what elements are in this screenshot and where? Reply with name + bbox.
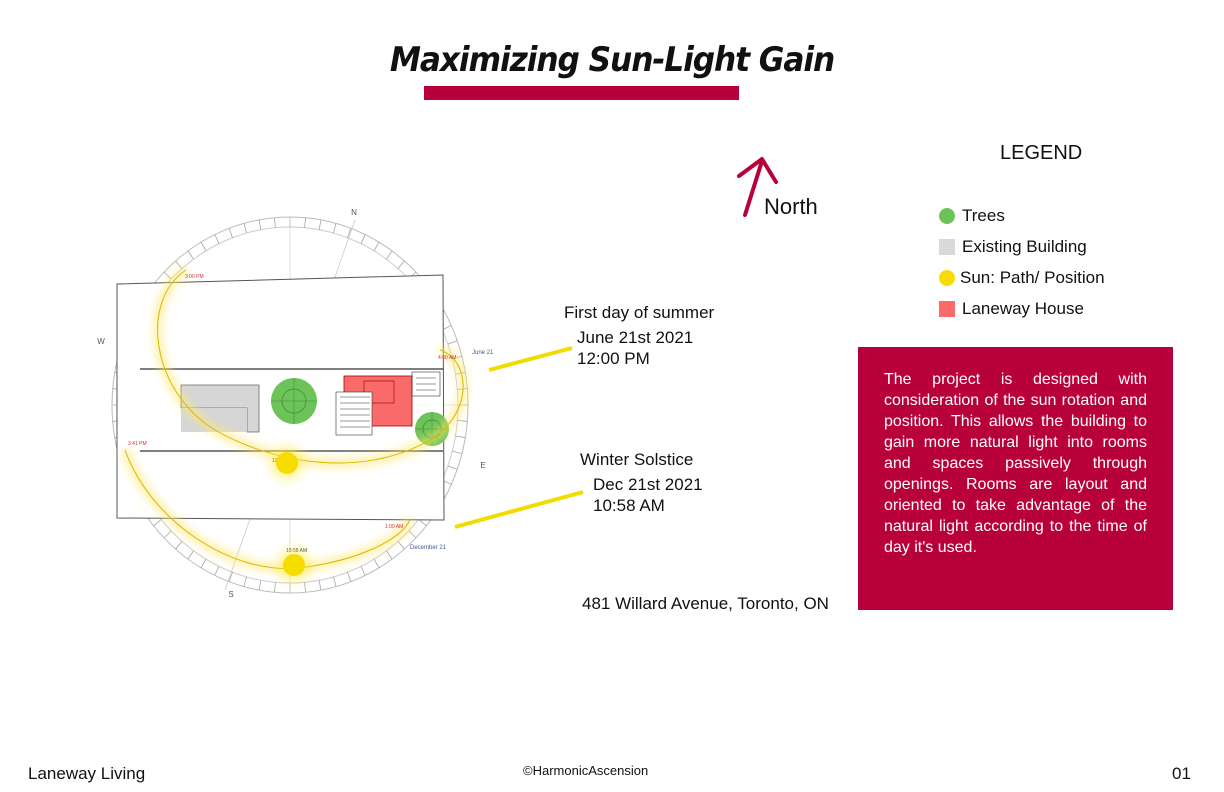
- dial-tick: [304, 582, 306, 593]
- title-underline: [424, 86, 739, 100]
- winter-heading: Winter Solstice: [580, 450, 694, 469]
- dial-tick: [175, 260, 183, 269]
- dial-tick: [318, 580, 322, 591]
- dial-tick: [163, 530, 172, 539]
- page-title: Maximizing Sun-Light Gain: [389, 40, 835, 80]
- dial-tick: [447, 465, 458, 470]
- summer-leader-line: [488, 346, 573, 372]
- dial-letter-n: N: [351, 208, 357, 217]
- dial-tick: [214, 234, 220, 244]
- dial-letter-w: W: [97, 337, 105, 346]
- dial-tick: [408, 530, 417, 539]
- dial-tick: [153, 519, 162, 527]
- dial-tick: [274, 582, 276, 593]
- summer-time: 12:00 PM: [577, 349, 650, 368]
- dial-tick: [258, 580, 262, 591]
- dial-tick: [333, 576, 337, 587]
- winter-time: 10:58 AM: [593, 496, 665, 515]
- building-swatch-icon: [939, 239, 955, 255]
- summer-sun-position: [276, 452, 298, 474]
- dial-tick: [274, 217, 276, 228]
- summer-heading: First day of summer: [564, 303, 715, 322]
- dial-tick: [397, 260, 405, 269]
- dial-tick: [397, 541, 405, 550]
- footer-copyright: ©HarmonicAscension: [523, 763, 649, 778]
- dial-tick: [347, 572, 352, 582]
- dial-tick: [373, 558, 380, 568]
- summer-time-label-1: 3:00 PM: [185, 274, 204, 280]
- dial-tick: [373, 242, 380, 252]
- dial-tick: [318, 219, 322, 230]
- info-panel: The project is designed with considerati…: [858, 347, 1173, 610]
- legend-item-existing-building: Existing Building: [939, 236, 1087, 258]
- dial-tick: [304, 217, 306, 228]
- tree-swatch-icon: [939, 208, 955, 224]
- legend-label: Trees: [962, 206, 1005, 225]
- dial-tick: [360, 566, 366, 576]
- dial-tick: [418, 519, 427, 527]
- dial-tick: [455, 435, 466, 438]
- legend-label: Laneway House: [962, 299, 1084, 318]
- summer-time-label-2: 4:00 AM: [438, 355, 456, 361]
- dial-tick: [258, 219, 262, 230]
- legend-item-trees: Trees: [939, 205, 1005, 227]
- legend-label: Sun: Path/ Position: [960, 268, 1105, 287]
- winter-time-label-1: 3:41 PM: [128, 441, 147, 447]
- dial-letter-s: S: [228, 590, 233, 599]
- winter-date: Dec 21st 2021: [593, 475, 703, 494]
- sun-swatch-icon: [939, 270, 955, 286]
- winter-time-label-2: 1:00 AM: [385, 524, 403, 530]
- winter-sun-position: [283, 554, 305, 576]
- dial-tick: [228, 228, 233, 238]
- dial-tick: [333, 223, 337, 234]
- legend-item-laneway-house: Laneway House: [939, 298, 1084, 320]
- dial-tick: [447, 340, 458, 345]
- dial-tick: [187, 550, 194, 560]
- dial-tick: [360, 234, 366, 244]
- legend-title: LEGEND: [1000, 142, 1083, 164]
- laneway-swatch-icon: [939, 301, 955, 317]
- winter-leader-line: [454, 490, 584, 529]
- legend-item-sun: Sun: Path/ Position: [939, 267, 1105, 289]
- dial-letter-e: E: [480, 461, 485, 470]
- north-label: North: [764, 194, 818, 219]
- dial-tick: [214, 566, 220, 576]
- dial-tick: [228, 572, 233, 582]
- dial-tick: [243, 576, 247, 587]
- dial-tick: [452, 450, 463, 454]
- dial-tick: [442, 325, 452, 331]
- north-arrow-icon: [737, 157, 778, 217]
- dial-tick: [457, 420, 468, 422]
- dial-tick: [200, 558, 207, 568]
- dial-tick: [175, 541, 183, 550]
- dial-tick: [347, 228, 352, 238]
- dial-tick: [243, 223, 247, 234]
- dial-tick: [187, 250, 194, 260]
- summer-date-tag: June 21: [472, 350, 494, 356]
- page-number: 01: [1172, 764, 1191, 783]
- winter-date-tag: December 21: [410, 545, 447, 551]
- footer-project-name: Laneway Living: [28, 764, 146, 783]
- site-address: 481 Willard Avenue, Toronto, ON: [582, 594, 829, 613]
- dial-tick: [200, 242, 207, 252]
- site-plan: [116, 274, 449, 521]
- legend-label: Existing Building: [962, 237, 1087, 256]
- dial-tick: [386, 250, 393, 260]
- dial-tick: [386, 550, 393, 560]
- laneway-house: [335, 371, 441, 436]
- tree-large: [271, 378, 317, 424]
- summer-date: June 21st 2021: [577, 328, 694, 347]
